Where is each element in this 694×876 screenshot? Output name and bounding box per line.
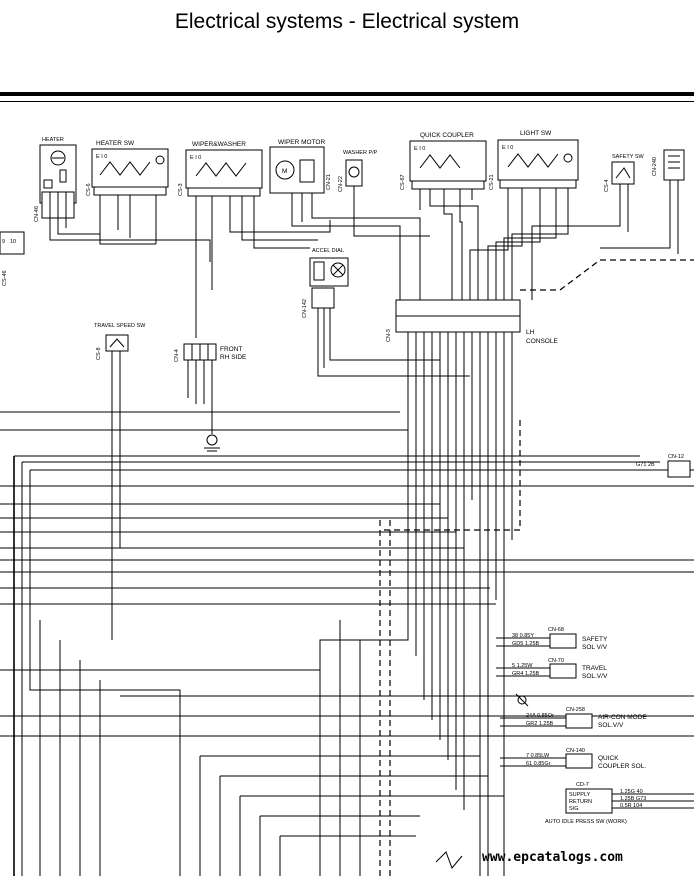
cs46-label: CS-46	[2, 270, 8, 286]
light-switch: LIGHT SW E I 0 CS-21	[489, 130, 579, 190]
lh-label: LH	[526, 329, 535, 336]
qc-solenoid: CN-140 7 0.85LW 61 0.85Gr QUICK COUPLER …	[526, 748, 646, 770]
safety-sol-label-1: SAFETY	[582, 636, 608, 643]
safety-sol-label-2: SOL V/V	[582, 644, 608, 651]
rh-side-label: RH SIDE	[220, 354, 247, 361]
cs3-label: CS-3	[178, 183, 184, 196]
qc-sw-pos: E I 0	[414, 146, 425, 152]
cs46-connector: 9 10 CS-46	[0, 231, 25, 286]
cn12-connector: CN-12 G71 2B	[636, 454, 691, 478]
cn258-label: CN-258	[566, 707, 585, 713]
console-label: CONSOLE	[526, 338, 558, 345]
travel-speed-switch: TRAVEL SPEED SW CS-8	[94, 323, 146, 360]
page-title: Electrical systems - Electrical system	[174, 10, 520, 33]
heater-label: HEATER	[42, 137, 64, 143]
washer-pp-label: WASHER P/P	[343, 150, 378, 156]
safety-wire-2: GD5 1.25B	[512, 641, 540, 647]
cn12-wire: G71 2B	[636, 462, 655, 468]
accel-dial-label: ACCEL DIAL	[312, 248, 344, 254]
cn240-label: CN-240	[652, 157, 658, 176]
cn12-label: CN-12	[668, 454, 684, 460]
heater-sw-label: HEATER SW	[96, 140, 135, 147]
wiper-sw-pos: E I 0	[190, 155, 201, 161]
qc-sol-label-2: COUPLER SOL.	[598, 763, 646, 770]
svg-text:M: M	[282, 168, 287, 175]
auto-idle-label: AUTO IDLE PRESS SW (WORK)	[545, 819, 627, 825]
quick-coupler-switch: QUICK COUPLER E I 0 CS-67	[400, 132, 487, 190]
wiper-motor-label: WIPER MOTOR	[278, 139, 325, 146]
safety-switch: SAFETY SW CS-4	[604, 154, 644, 192]
cn142-label: CN-142	[302, 299, 308, 318]
svg-text:10: 10	[10, 239, 16, 245]
travel-speed-label: TRAVEL SPEED SW	[94, 323, 146, 329]
cs6-label: CS-6	[86, 183, 92, 196]
cn22-label: CN-22	[338, 176, 344, 192]
heater-switch: HEATER SW E I 0 CS-6	[86, 140, 169, 196]
cn4-connector: CN-4 FRONT RH SIDE	[174, 343, 247, 362]
accel-dial: ACCEL DIAL CN-142	[302, 248, 349, 318]
travel-wire-1: 5 1.25W	[512, 663, 533, 669]
wiper-washer-switch: WIPER&WASHER E I 0 CS-3	[178, 141, 263, 197]
cn68-label: CN-68	[548, 627, 564, 633]
cn21-label: CN-21	[326, 174, 332, 190]
aircon-wire-1: 24A 0.85Or	[526, 713, 554, 719]
cn4-label: CN-4	[174, 349, 180, 362]
cd7-wire-a: 1.25G 40	[620, 789, 643, 795]
cn70-label: CN-70	[548, 658, 564, 664]
lamp-icon	[515, 693, 529, 707]
qc-wire-1: 7 0.85LW	[526, 753, 550, 759]
qc-sol-label-1: QUICK	[598, 755, 619, 762]
cn140-label: CN-140	[566, 748, 585, 754]
front-label: FRONT	[220, 346, 242, 353]
travel-sol-label-1: TRAVEL	[582, 665, 607, 672]
cs21-label: CS-21	[489, 174, 495, 190]
safety-sw-label: SAFETY SW	[612, 154, 644, 160]
travel-sol-label-2: SOL.V/V	[582, 673, 608, 680]
travel-wire-2: GR4 1.25B	[512, 671, 540, 677]
cd7-sig: SIG	[569, 806, 578, 812]
wiper-motor: WIPER MOTOR M CN-21	[269, 139, 332, 194]
cs4-label: CS-4	[604, 179, 610, 192]
light-sw-label: LIGHT SW	[520, 130, 552, 137]
safety-solenoid: CN-68 38 0.85Y GD5 1.25B SAFETY SOL V/V	[512, 627, 608, 651]
cd7-sensor: CD-7 SUPPLY RETURN SIG 1.25G 40 1.25B G7…	[545, 782, 646, 825]
light-sw-pos: E I 0	[502, 145, 513, 151]
svg-text:9: 9	[2, 239, 5, 245]
aircon-sol-label-2: SOL.V/V	[598, 722, 624, 729]
travel-solenoid: CN-70 5 1.25W GR4 1.25B TRAVEL SOL.V/V	[512, 658, 608, 680]
cn3-connector: CN-3 LH CONSOLE	[386, 299, 558, 345]
heater-unit: HEATER CN-46	[34, 137, 77, 222]
cd7-label: CD-7	[576, 782, 589, 788]
header-rule	[0, 92, 694, 96]
cs67-label: CS-67	[400, 174, 406, 190]
washer-pump: WASHER P/P CN-22	[338, 150, 378, 192]
aircon-wire-2: GR2 1.25B	[526, 721, 554, 727]
cn240-connector: CN-240	[652, 149, 685, 181]
quick-coupler-label: QUICK COUPLER	[420, 132, 474, 139]
aircon-sol-label-1: AIR-CON MODE	[598, 714, 647, 721]
cd7-return: RETURN	[569, 799, 592, 805]
aircon-solenoid: CN-258 24A 0.85Or GR2 1.25B AIR-CON MODE…	[526, 707, 647, 729]
cd7-wire-b: 1.25B G73	[620, 796, 646, 802]
safety-wire-1: 38 0.85Y	[512, 633, 534, 639]
qc-wire-2: 61 0.85Gr	[526, 761, 551, 767]
wiper-washer-label: WIPER&WASHER	[192, 141, 246, 148]
cd7-wire-c: 0.5R 104	[620, 803, 642, 809]
header-rule-thin	[0, 101, 694, 102]
cn46-label: CN-46	[34, 206, 40, 222]
watermark: www.epcatalogs.com	[482, 850, 623, 865]
cs8-label: CS-8	[96, 347, 102, 360]
cd7-supply: SUPPLY	[569, 792, 591, 798]
cn3-label: CN-3	[386, 329, 392, 342]
heater-sw-pos: E I 0	[96, 154, 107, 160]
ground-symbol	[204, 434, 220, 452]
